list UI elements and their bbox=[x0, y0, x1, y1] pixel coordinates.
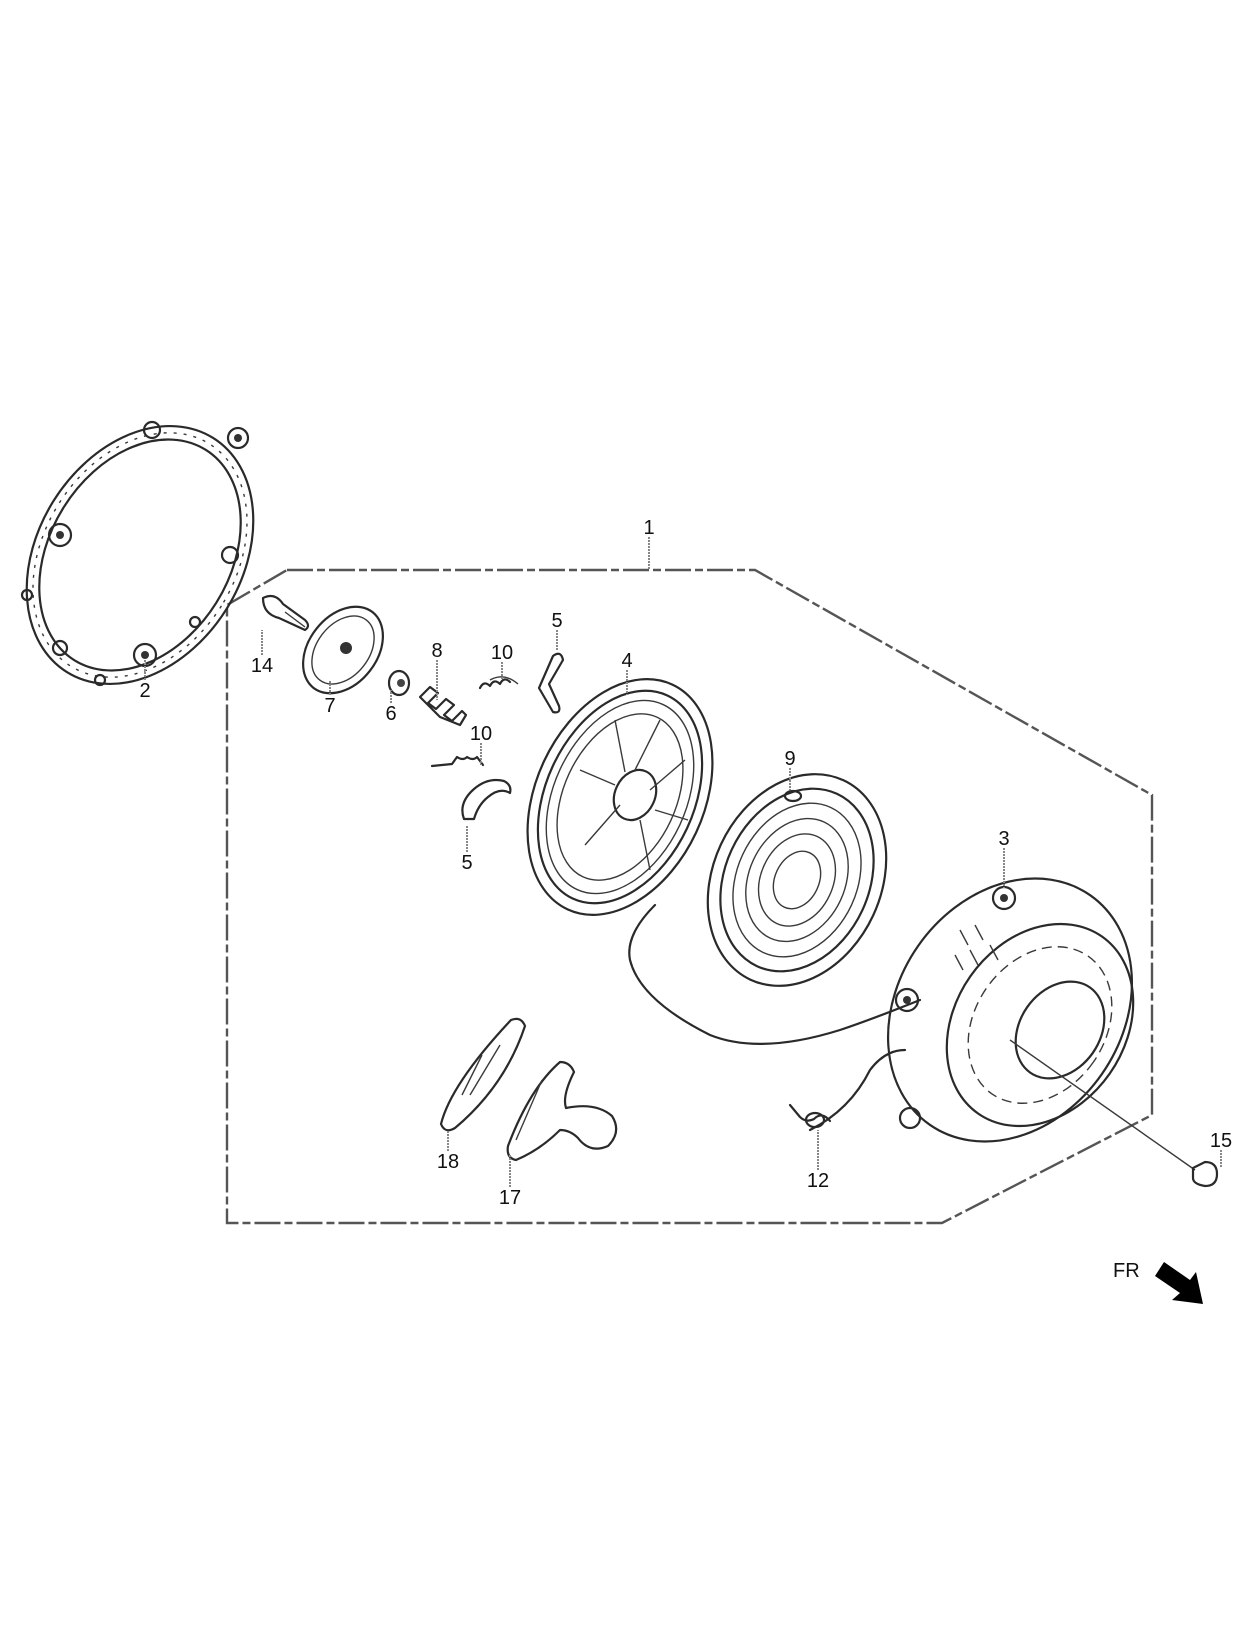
ratchet-part-7 bbox=[302, 605, 384, 695]
grip-insert-part-18 bbox=[439, 1017, 527, 1132]
callout-3: 3 bbox=[998, 828, 1009, 850]
callout-10-lower: 10 bbox=[470, 723, 492, 745]
callout-14: 14 bbox=[251, 655, 273, 677]
callout-labels: 1 2 3 4 5 5 6 7 8 9 10 10 12 14 15 17 18 bbox=[139, 517, 1232, 1209]
callout-8: 8 bbox=[431, 640, 442, 662]
callout-12: 12 bbox=[807, 1170, 829, 1192]
rope-knot-part-12 bbox=[788, 1103, 832, 1129]
front-direction-arrow-icon bbox=[1155, 1262, 1203, 1304]
spring-part-8 bbox=[418, 685, 468, 727]
callout-10-upper: 10 bbox=[491, 642, 513, 664]
front-label: FR bbox=[1113, 1260, 1140, 1282]
callout-5-upper: 5 bbox=[551, 610, 562, 632]
callout-2: 2 bbox=[139, 680, 150, 702]
callout-4: 4 bbox=[621, 650, 632, 672]
spring-part-10-lower bbox=[430, 755, 485, 768]
assembly-boundary-frame bbox=[225, 568, 1154, 1225]
nut-part-6 bbox=[387, 669, 411, 697]
callout-17: 17 bbox=[499, 1187, 521, 1209]
spring-part-10-upper bbox=[478, 676, 519, 690]
callout-7: 7 bbox=[324, 695, 335, 717]
front-direction-indicator: FR bbox=[1113, 1260, 1203, 1304]
rope-end bbox=[808, 1048, 907, 1132]
callout-leader-lines bbox=[144, 537, 1222, 1187]
callout-5-lower: 5 bbox=[461, 852, 472, 874]
reel-pulley-part-4 bbox=[526, 678, 714, 916]
bolt-part-14 bbox=[261, 594, 310, 632]
callout-18: 18 bbox=[437, 1151, 459, 1173]
callout-1: 1 bbox=[643, 517, 654, 539]
starter-grip-part-17 bbox=[506, 1060, 618, 1162]
guide-part-5-upper bbox=[537, 652, 565, 714]
bolt-part-15 bbox=[1009, 1039, 1219, 1188]
callout-15: 15 bbox=[1210, 1130, 1232, 1152]
starter-case-part-3 bbox=[886, 877, 1135, 1143]
starter-rope bbox=[628, 903, 922, 1045]
callout-6: 6 bbox=[385, 703, 396, 725]
callout-9: 9 bbox=[784, 748, 795, 770]
gasket-ring-part bbox=[20, 420, 255, 687]
recoil-spring-part-9 bbox=[706, 773, 888, 987]
guide-part-5-lower bbox=[461, 778, 512, 821]
